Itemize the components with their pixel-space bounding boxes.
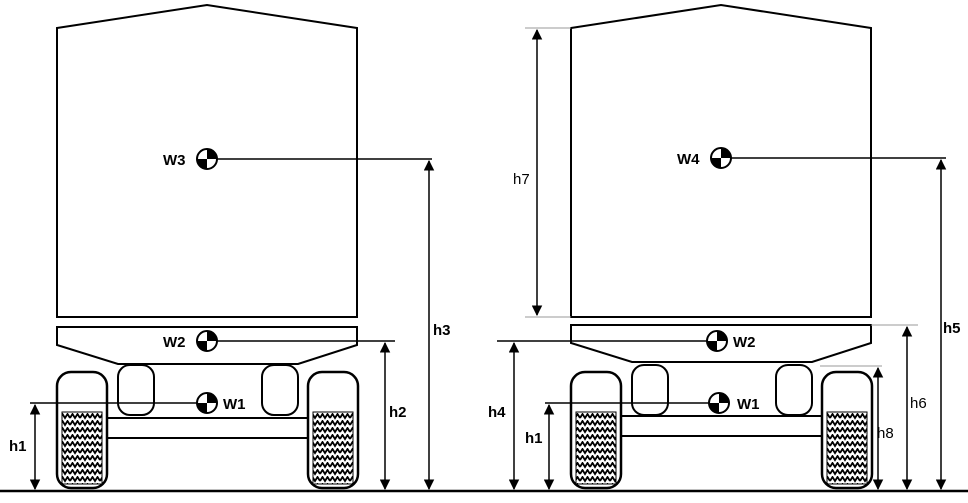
- label-w4: W4: [677, 151, 700, 168]
- label-w1-left: W1: [223, 396, 246, 413]
- label-h2: h2: [389, 404, 407, 421]
- cg-w2-right-icon: [706, 330, 728, 352]
- label-w1-right: W1: [737, 396, 760, 413]
- right-spring-right: [775, 364, 813, 416]
- left-wheel-left: [55, 370, 109, 490]
- label-w2-left: W2: [163, 334, 186, 351]
- right-spring-left: [631, 364, 669, 416]
- label-w2-right: W2: [733, 334, 756, 351]
- left-axle: [99, 417, 316, 439]
- label-h1-left: h1: [9, 438, 27, 455]
- label-h4: h4: [488, 404, 506, 421]
- left-spring-left: [117, 364, 155, 416]
- right-axle: [613, 415, 830, 437]
- left-spring-right: [261, 364, 299, 416]
- label-h6: h6: [910, 395, 927, 412]
- label-h8: h8: [877, 425, 894, 442]
- cg-w3-icon: [196, 148, 218, 170]
- left-vehicle: W3 W2 W1 h1 h2 h3: [9, 3, 451, 491]
- label-h5: h5: [943, 320, 961, 337]
- cg-w1-right-icon: [708, 392, 730, 414]
- label-h7: h7: [513, 171, 530, 188]
- cg-w1-left-icon: [196, 392, 218, 414]
- cg-w2-left-icon: [196, 330, 218, 352]
- label-h1-right: h1: [525, 430, 543, 447]
- label-w3: W3: [163, 152, 186, 169]
- left-wheel-right: [306, 370, 360, 490]
- right-wheel-left: [569, 370, 623, 490]
- right-wheel-right: [820, 370, 874, 490]
- right-vehicle: W4 W2 W1 h7 h4 h1 h8 h6 h5: [488, 3, 961, 491]
- label-h3: h3: [433, 322, 451, 339]
- cg-w4-icon: [710, 147, 732, 169]
